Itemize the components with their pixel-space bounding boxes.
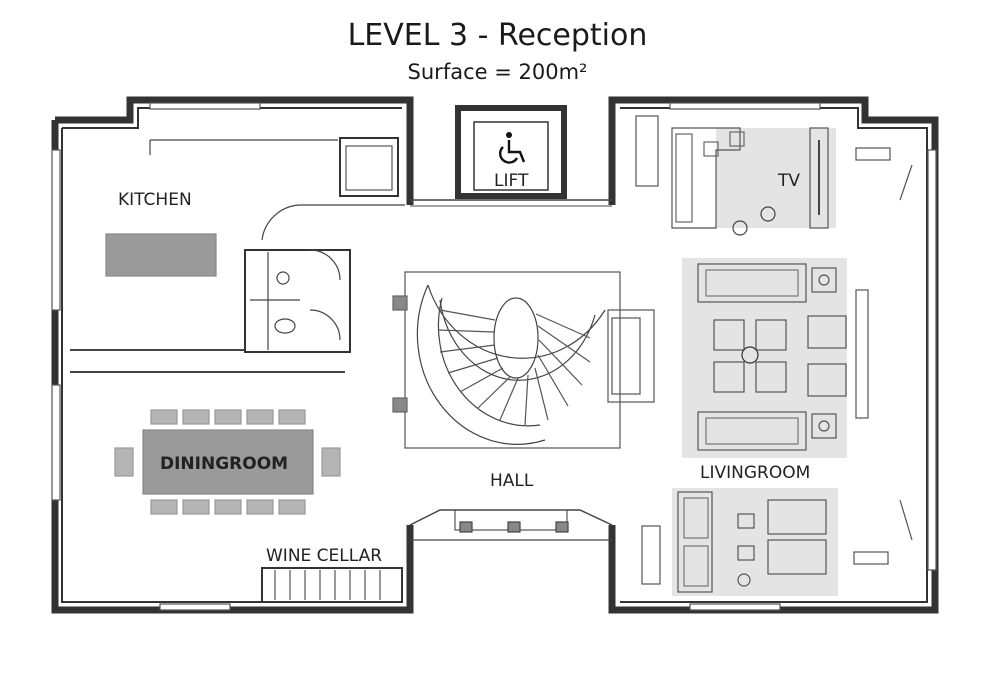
outer-wall-right bbox=[608, 96, 939, 614]
label-kitchen: KITCHEN bbox=[118, 190, 192, 210]
label-diningroom: DININGROOM bbox=[160, 454, 288, 474]
label-livingroom: LIVINGROOM bbox=[700, 463, 810, 483]
wheelchair-icon bbox=[498, 132, 526, 164]
label-tv: TV bbox=[777, 171, 800, 191]
plan-subtitle: Surface = 200m² bbox=[407, 60, 588, 84]
tv-area bbox=[635, 115, 913, 236]
lift-shaft bbox=[410, 105, 612, 207]
label-lift: LIFT bbox=[494, 171, 529, 191]
wine-cellar bbox=[261, 567, 403, 603]
label-wine-cellar: WINE CELLAR bbox=[266, 546, 382, 566]
outer-wall-left bbox=[51, 96, 414, 614]
label-hall: HALL bbox=[490, 471, 534, 491]
plan-title: LEVEL 3 - Reception bbox=[347, 18, 648, 53]
kitchen-island bbox=[105, 233, 217, 277]
staircase bbox=[392, 271, 655, 449]
entrance-steps bbox=[409, 509, 613, 541]
living-area bbox=[682, 258, 869, 458]
study-area bbox=[641, 488, 913, 596]
kitchen-area bbox=[70, 137, 405, 373]
dining-table-group bbox=[114, 409, 341, 515]
wc-room bbox=[244, 249, 351, 353]
